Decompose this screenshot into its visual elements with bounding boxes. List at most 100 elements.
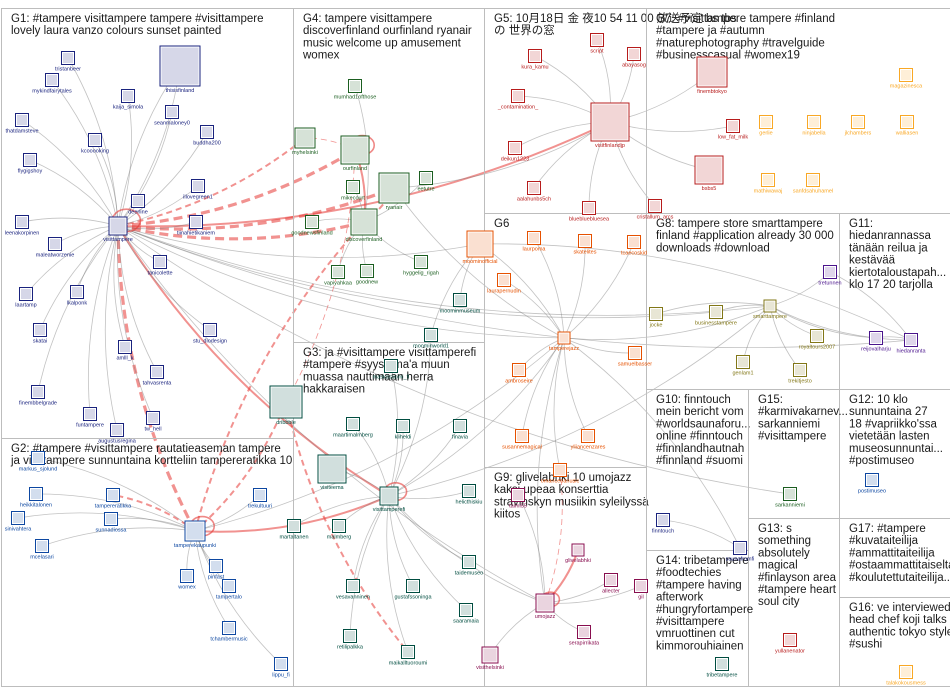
node-tribetampere[interactable]: tribetampere <box>707 657 738 679</box>
node-mumhad1ofthose[interactable]: mumhad1ofthose <box>334 79 377 101</box>
node-dribbble[interactable]: dribbble <box>269 385 303 426</box>
node-taidemuseo[interactable]: taidemuseo <box>455 555 483 577</box>
node-reijovalharju[interactable]: reijovalharju <box>861 331 891 353</box>
node-visittamperefi[interactable]: visittamperefi <box>373 486 405 513</box>
node-tcaecoskid[interactable]: tcaecoskid <box>621 235 647 257</box>
node-moominmuseum[interactable]: moominmuseum <box>440 293 481 315</box>
node-deikun1223[interactable]: deikun1223 <box>501 141 529 163</box>
node-mathiwawaj[interactable]: mathiwawaj <box>754 173 783 195</box>
node-moominofficial[interactable]: moominofficial <box>462 230 498 265</box>
node-ambroseire[interactable]: ambroseire <box>505 363 533 385</box>
node-funtampere[interactable]: funtampere <box>76 407 104 429</box>
node-thatdamsteve[interactable]: thatdamsteve <box>5 113 39 135</box>
node-bluebluebluesea[interactable]: bluebluebluesea <box>569 201 610 223</box>
node-sunnadiossa[interactable]: sunnadiossa <box>96 512 128 534</box>
node-ryanair[interactable]: ryanair <box>378 172 410 211</box>
node-thisisfinland[interactable]: thisisfinland <box>159 45 201 94</box>
node-cristallum-arcs[interactable]: cristallum_arcs <box>637 199 674 221</box>
node-walliasen[interactable]: walliasen <box>895 115 919 137</box>
node-saaramaia[interactable]: saaramaia <box>453 603 480 625</box>
node-ourfinland[interactable]: ourfinland <box>340 135 370 172</box>
node-eetutre[interactable]: eetutre <box>417 171 435 193</box>
node-magazinesca[interactable]: magazinesca <box>890 68 923 90</box>
node-finntouch[interactable]: finntouch <box>652 513 674 535</box>
node-malmberg[interactable]: malmberg <box>327 519 351 541</box>
node-yliiancenzares[interactable]: yliiancenzares <box>571 429 606 451</box>
node-susannemagical[interactable]: susannemagical <box>502 429 542 451</box>
node-skatelites[interactable]: skatelites <box>574 234 597 256</box>
node-sinivahtera[interactable]: sinivahtera <box>5 511 33 533</box>
node-laartamp[interactable]: laartamp <box>15 287 37 309</box>
node-moominworld1[interactable]: moominworld1 <box>413 328 449 350</box>
node-umojazz[interactable]: umojazz <box>535 593 556 620</box>
node-finembtokyo[interactable]: finembtokyo <box>696 56 728 95</box>
node-low-fat-milk[interactable]: low_fat_milk <box>718 119 749 141</box>
node-jocke[interactable]: jocke <box>649 307 663 329</box>
node-sarkanniemi[interactable]: sarkanniemi <box>775 487 805 509</box>
node-gustafssoninga[interactable]: gustafssoninga <box>395 579 433 601</box>
node-laurpoma[interactable]: laurpoma <box>523 231 547 253</box>
node-buddha200[interactable]: buddha200 <box>193 125 221 147</box>
node-goodnewsfinland[interactable]: goodnewsfinland <box>291 215 333 237</box>
node-visithelsinki[interactable]: visithelsinki <box>476 646 504 671</box>
node--contamination-[interactable]: _contamination_ <box>497 89 539 111</box>
node-sanfdsahuhamel[interactable]: sanfdsahuhamel <box>793 173 833 195</box>
node-leenakorpinen[interactable]: leenakorpinen <box>5 215 40 237</box>
node-talmi55[interactable]: talmi55 <box>509 488 527 510</box>
node-laurapernudin[interactable]: laurapernudin <box>487 273 521 295</box>
node-tretunnen[interactable]: tretunnen <box>818 265 842 287</box>
node-illovegreen1[interactable]: illovegreen1 <box>183 179 213 201</box>
node-goodnew[interactable]: goodnew <box>356 264 378 286</box>
node-skatai[interactable]: skatai <box>33 323 47 345</box>
node-omanceoanusic[interactable]: omanceoanusic <box>541 463 580 485</box>
node-royaltours2007[interactable]: royaltours2007 <box>799 329 835 351</box>
node-helicthiskiu[interactable]: helicthiskiu <box>456 484 483 506</box>
node-hiedanranta[interactable]: hiedanranta <box>896 333 926 355</box>
node-mykindfairytales[interactable]: mykindfairytales <box>32 73 72 95</box>
node-genlam1[interactable]: genlam1 <box>732 355 754 377</box>
node-trekitjesto[interactable]: trekitjesto <box>788 363 812 385</box>
node-samuelbasser[interactable]: samuelbasser <box>618 346 652 368</box>
node-yullanenator[interactable]: yullanenator <box>775 633 805 655</box>
node-kura-kamu[interactable]: kura_kamu <box>521 49 549 71</box>
node-pinfast[interactable]: pinfast <box>208 559 225 581</box>
node-tampereratikka[interactable]: tampereratikka <box>95 488 132 510</box>
node-serapirrikata[interactable]: serapirrikata <box>569 625 600 647</box>
node-discoverfinland[interactable]: discoverfinland <box>346 208 383 243</box>
node-ninjabella[interactable]: ninjabella <box>802 115 827 137</box>
node-flygigshoy[interactable]: flygigshoy <box>18 153 43 175</box>
node-lkalponk[interactable]: lkalponk <box>67 285 87 307</box>
node-maikalltuoroumi[interactable]: maikalltuoroumi <box>389 645 428 667</box>
node-finembbelgrade[interactable]: finembbelgrade <box>19 385 57 407</box>
node-tamperekaupunki[interactable]: tamperekaupunki <box>174 520 216 549</box>
node-myhelsinki[interactable]: myhelsinki <box>292 127 318 156</box>
node-visittampere[interactable]: visittampere <box>103 216 133 243</box>
node-tahvasrenta[interactable]: tahvasrenta <box>143 365 173 387</box>
node-womex[interactable]: womex <box>177 569 196 591</box>
node-businesstampere[interactable]: businesstampere <box>695 305 737 327</box>
node-retilipalkka[interactable]: retilipalkka <box>337 629 364 651</box>
node-amlll-k[interactable]: amlll_k <box>116 340 134 362</box>
node-maleatworzenie[interactable]: maleatworzenie <box>36 237 75 259</box>
node-tristanbeer[interactable]: tristanbeer <box>55 51 81 73</box>
node-gerlie[interactable]: gerlie <box>759 115 773 137</box>
node-maartimalmberg[interactable]: maartimalmberg <box>333 417 373 439</box>
node-tchambermusic[interactable]: tchambermusic <box>210 621 248 643</box>
node-mcelasari[interactable]: mcelasari <box>30 539 54 561</box>
node-heikkitalonen[interactable]: heikkitalonen <box>20 487 52 509</box>
node-finavia[interactable]: finavia <box>452 419 469 441</box>
node-tampertalo[interactable]: tampertalo <box>216 579 242 601</box>
node-vapiyahkaa[interactable]: vapiyahkaa <box>324 265 353 287</box>
node-tw-hell[interactable]: tw_hell <box>144 411 162 433</box>
node-martaltanen[interactable]: martaltanen <box>279 519 309 541</box>
node-postimuseo[interactable]: postimuseo <box>858 473 886 495</box>
node-mikecourt[interactable]: mikecourt <box>341 180 365 202</box>
node-tamperejazz[interactable]: tamperejazz <box>549 331 579 352</box>
node-smarttampere[interactable]: smarttampere <box>753 299 787 320</box>
node-hyggelig-rigah[interactable]: hyggelig_rigah <box>403 255 439 277</box>
node-gil[interactable]: gil <box>634 579 648 601</box>
node-augustusregina[interactable]: augustusregina <box>98 423 137 445</box>
node-tiinahietikaniem[interactable]: tiinahietikaniem <box>177 215 215 237</box>
node-script[interactable]: script <box>590 33 604 55</box>
node-glivelabhki[interactable]: glivelabhki <box>565 543 591 564</box>
